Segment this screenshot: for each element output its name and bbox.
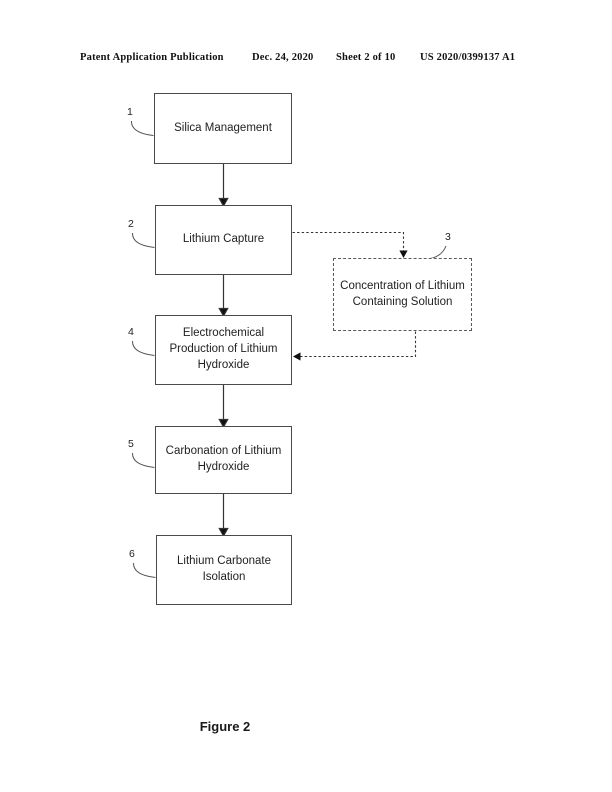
dashed-connector-capture-to-concentration [292, 231, 405, 252]
flow-box-concentration-of-lithium-solution: Concentration of Lithium Containing Solu… [333, 258, 472, 331]
flow-box-lithium-capture: Lithium Capture [155, 205, 292, 275]
ref-hook-2 [131, 232, 155, 248]
box-text-line: Electrochemical [182, 327, 265, 340]
flow-box-carbonation: Carbonation of Lithium Hydroxide [155, 426, 292, 494]
box-text-line: Concentration of Lithium [340, 279, 465, 292]
ref-label-3: 3 [445, 231, 451, 243]
box-text-line: Isolation [202, 571, 246, 583]
ref-label-6: 6 [129, 548, 135, 560]
ref-label-4: 4 [128, 326, 134, 338]
ref-hook-3 [430, 245, 447, 259]
flow-box-lithium-carbonate-isolation: Lithium Carbonate Isolation [156, 535, 292, 605]
box-text-line: Carbonation of Lithium [165, 445, 282, 458]
arrowhead-capture-to-concentration [399, 250, 408, 258]
box-text-line: Lithium Carbonate [177, 555, 271, 568]
flow-box-silica-management: Silica Management [154, 93, 292, 164]
dashed-connector-concentration-to-electrochemical [300, 331, 417, 358]
ref-hook-1 [130, 120, 154, 136]
box-text-line: Silica Management [174, 121, 272, 134]
ref-hook-4 [131, 340, 155, 356]
flow-box-electrochemical-production: Electrochemical Production of Lithium Hy… [155, 315, 292, 385]
ref-hook-6 [132, 562, 156, 578]
header-date: Dec. 24, 2020 [252, 52, 314, 63]
box-text-line: Hydroxide [197, 461, 250, 473]
figure-caption: Figure 2 [199, 719, 251, 734]
ref-label-1: 1 [127, 106, 133, 118]
box-text-line: Production of Lithium [169, 343, 278, 356]
header-patent-number: US 2020/0399137 A1 [420, 52, 516, 63]
ref-label-2: 2 [128, 218, 134, 230]
header-publication-label: Patent Application Publication [80, 52, 224, 63]
header-sheet-number: Sheet 2 of 10 [336, 52, 396, 63]
box-text-line: Hydroxide [197, 358, 250, 371]
ref-label-5: 5 [128, 438, 134, 450]
box-text-line: Lithium Capture [182, 233, 265, 246]
box-text-line: Containing Solution [352, 295, 453, 308]
arrowhead-concentration-to-electrochemical [293, 352, 301, 361]
ref-hook-5 [131, 452, 155, 468]
